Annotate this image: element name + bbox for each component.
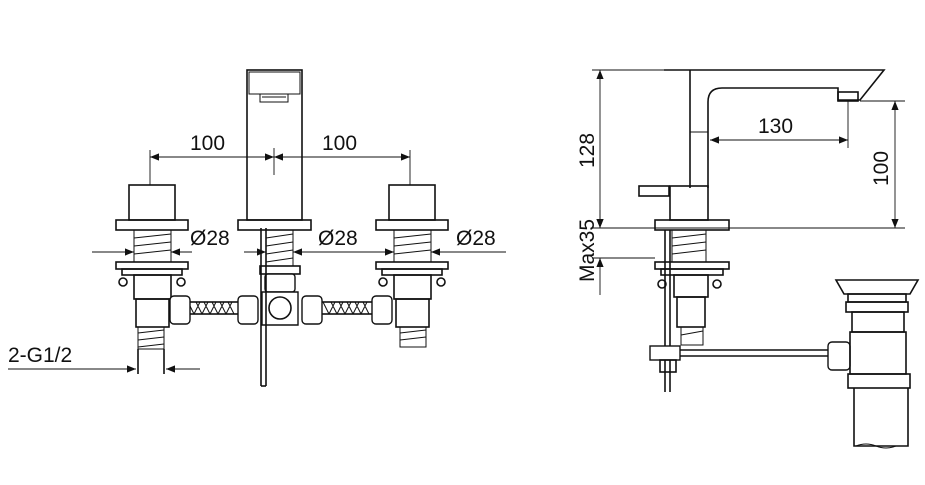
reach-dimension [710,100,849,148]
reach-label: 130 [758,115,793,138]
left-handle [115,184,189,374]
spout-height-label: 100 [870,151,893,186]
dia-center-label: Ø28 [318,227,358,250]
hoses [169,295,393,325]
pop-up-waste [827,279,920,449]
spacing-right-label: 100 [322,132,357,155]
right-handle [375,184,449,348]
side-view: 128 Max35 130 100 [576,69,920,449]
max-deck-label: Max35 [576,219,599,282]
connection-label: 2-G1/2 [8,344,72,367]
height-label: 128 [576,133,599,168]
spacing-left-label: 100 [190,132,225,155]
spout-profile [638,69,886,392]
spout-height-dimension [860,100,905,228]
center-spout [237,69,312,387]
dia-left-label: Ø28 [190,227,230,250]
spacing-dimension [149,148,411,185]
front-view: 100 100 Ø28 Ø28 Ø28 2-G1/2 [8,69,506,387]
dia-right-label: Ø28 [456,227,496,250]
max-deck-dimension [592,210,655,295]
height-dimension [592,69,664,228]
